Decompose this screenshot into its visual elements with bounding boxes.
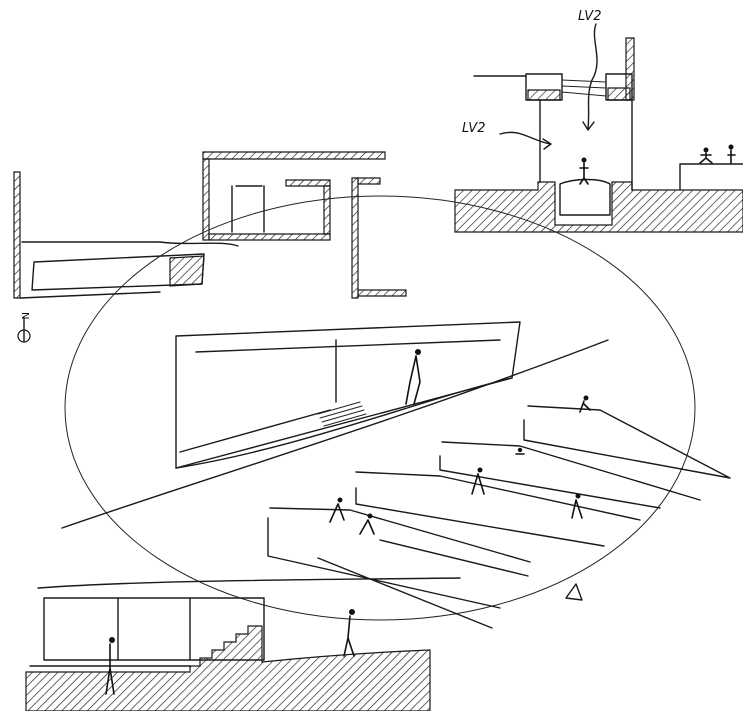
label-lv2-upper: LV2: [578, 9, 601, 24]
north-label: N: [19, 312, 30, 319]
section-roof-right: [605, 73, 633, 101]
plan-ramp-hatch: [169, 255, 205, 287]
section-roof-left-hatch: [527, 89, 561, 101]
plan-corridor-outer: [19, 241, 161, 299]
step-platform-3: [355, 471, 641, 547]
person-figure-step-2: [471, 467, 485, 495]
plan-right-wall: [351, 177, 359, 299]
perspective-wall-base: [175, 377, 513, 469]
perspective-view: [61, 321, 731, 629]
person-figure-step-1: [579, 395, 591, 413]
person-figure-step-5: [359, 513, 375, 535]
section-pit-outline: [559, 178, 611, 216]
person-figure-pit: [579, 157, 589, 185]
section-roof-left: [525, 73, 563, 101]
section-skylight-rays: [561, 79, 607, 97]
step-platform-2: [439, 441, 701, 509]
perspective-ground-line: [61, 339, 609, 529]
section-arrow-lower: [499, 131, 552, 150]
step-bottom-line: [317, 539, 529, 629]
section-platform: [679, 163, 743, 191]
viewer-marker: [565, 583, 583, 601]
plan-bottom-right-wall: [357, 289, 407, 297]
person-figure-bottom-right: [343, 609, 355, 657]
plan-inner-box-right: [323, 185, 331, 235]
section-top-right: LV2 LV2: [454, 9, 743, 233]
plan-inner-box-top: [285, 179, 331, 187]
section-arrow-upper: [582, 23, 598, 131]
step-platform-1: [523, 405, 731, 479]
person-figure-bottom-left: [105, 637, 115, 695]
plan-top-left: N: [13, 151, 407, 343]
focus-ellipse: [64, 195, 696, 621]
section-ground-hatch: [454, 181, 743, 233]
bottom-ground-hatch: [25, 625, 431, 711]
person-figure-step-4: [329, 497, 345, 523]
label-lv2-lower: LV2: [462, 121, 485, 136]
plan-box-top-wall: [202, 151, 386, 160]
perspective-wall-top: [195, 339, 501, 353]
person-figure-wall: [405, 349, 421, 405]
plan-right-wall-cap: [357, 177, 381, 185]
plan-left-wall: [13, 171, 21, 299]
person-figure-sitting: [515, 447, 525, 455]
bottom-sky-line: [37, 577, 461, 589]
person-figure-platform-2: [727, 144, 736, 164]
section-bottom-left: [25, 577, 461, 711]
north-arrow: N: [17, 312, 31, 343]
plan-box-bottom-wall: [208, 233, 331, 241]
perspective-wall-divider: [179, 339, 337, 453]
section-roof-right-hatch: [607, 87, 631, 101]
perspective-slot-hatch: [317, 401, 367, 427]
plan-interior-lines: [231, 185, 265, 233]
bottom-window-frame: [43, 597, 265, 661]
person-figure-step-3: [571, 493, 583, 519]
step-platform-4: [267, 507, 531, 609]
plan-path-line: [159, 241, 239, 247]
plan-box-left-wall: [202, 158, 210, 241]
person-figure-platform-1: [699, 147, 713, 164]
perspective-wall-block: [175, 321, 521, 469]
